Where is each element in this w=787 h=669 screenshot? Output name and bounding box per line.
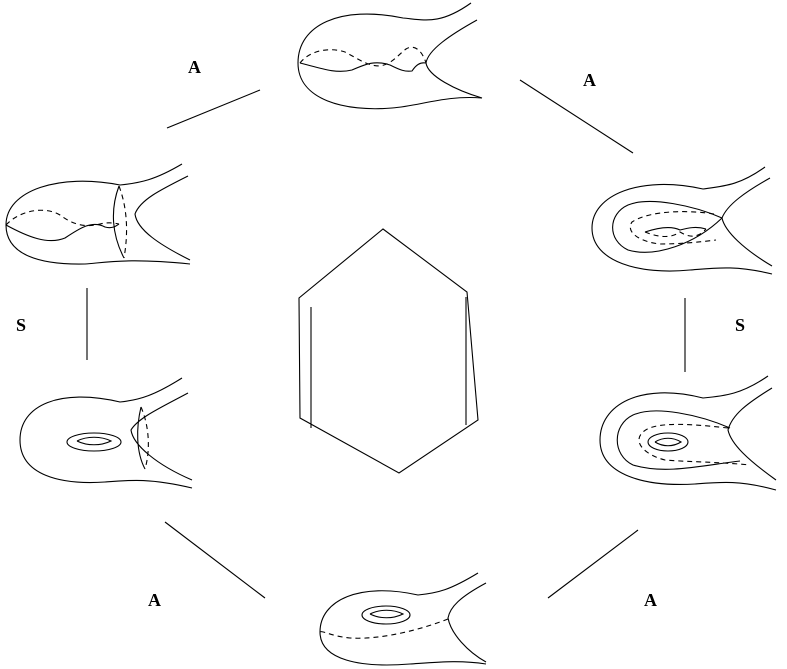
surface-upper-left	[5, 163, 191, 265]
edge-bottom-left	[164, 521, 266, 599]
handle-outer-ring	[66, 432, 122, 452]
edge-label-bottom-right: A	[644, 590, 657, 610]
surface-top	[297, 2, 483, 110]
edge-label-right: S	[735, 315, 745, 335]
handle-outer-ring	[361, 605, 411, 625]
edge-label-top-right: A	[583, 70, 596, 90]
edge-top-left	[166, 89, 261, 129]
edge-top-right	[519, 79, 634, 154]
edge-label-left: S	[16, 315, 26, 335]
surface-upper-right	[591, 166, 773, 275]
edge-label-bottom-left: A	[148, 590, 161, 610]
central-hexagon	[298, 228, 479, 474]
surface-lower-right	[599, 375, 777, 491]
edge-label-top-left: A	[188, 57, 201, 77]
surface-lower-left	[19, 377, 193, 489]
handle-outer-ring	[647, 432, 689, 452]
edge-bottom-right	[547, 529, 639, 599]
surface-bottom	[319, 572, 487, 666]
